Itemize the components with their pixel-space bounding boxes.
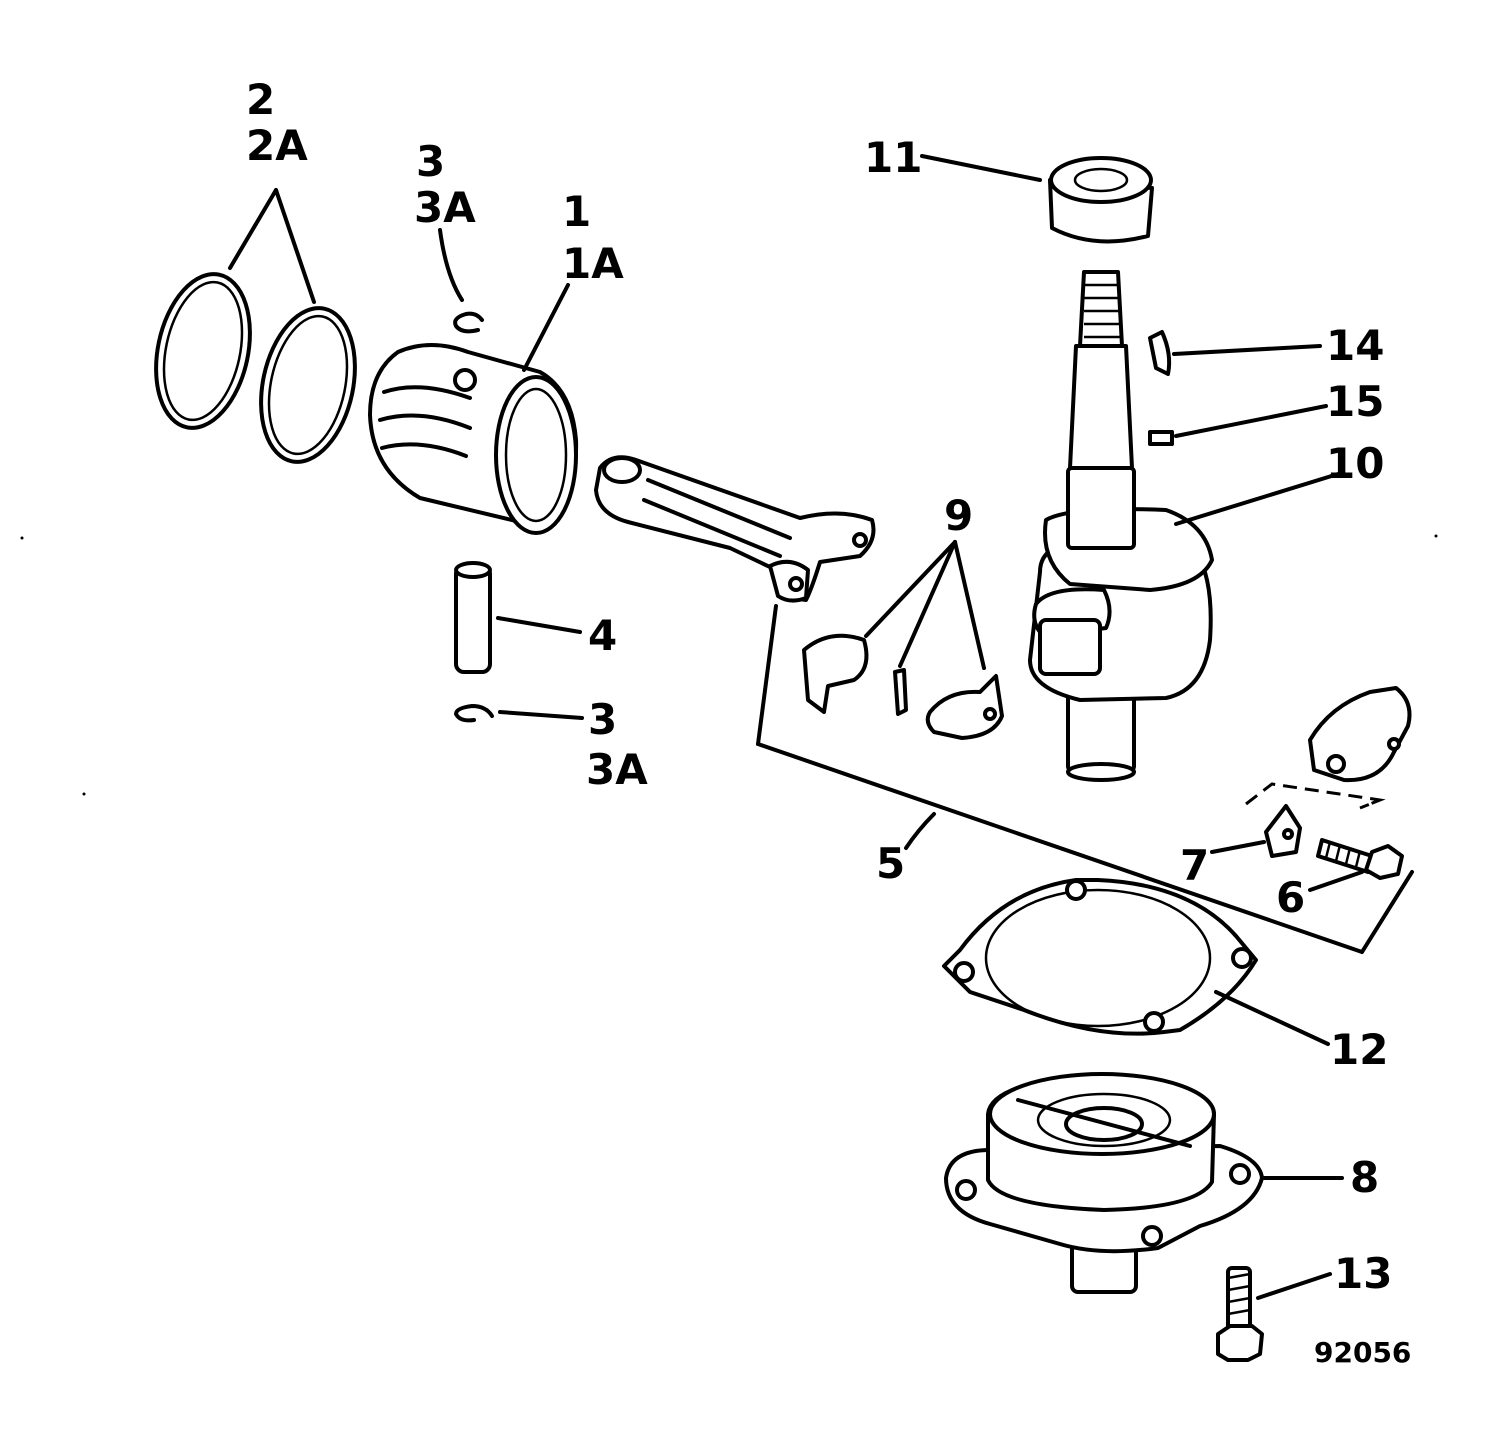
dowel-pin: [1148, 430, 1174, 446]
rod-cap: [1308, 686, 1412, 783]
leader-line-10: [1174, 472, 1340, 526]
label-3a-bottom: 3A: [586, 745, 648, 794]
leader-line-3-top: [438, 228, 464, 302]
label-3-top: 3: [416, 137, 445, 186]
rod-cap-screw: [1316, 838, 1404, 880]
piston: [368, 343, 579, 535]
label-11: 11: [864, 133, 922, 182]
leader-line-11: [920, 154, 1042, 182]
bearing-needle: [893, 668, 908, 716]
woodruff-key: [1148, 330, 1172, 376]
bearing-housing: [944, 1072, 1264, 1294]
label-3-bottom: 3: [588, 695, 617, 744]
leader-lines-9: [864, 540, 986, 670]
bearing-half-right: [925, 674, 1004, 740]
leader-lines-2: [228, 188, 316, 304]
assembly-bracket-5: [756, 604, 1414, 954]
gasket: [942, 878, 1258, 1036]
leader-line-6: [1308, 870, 1364, 892]
label-14: 14: [1326, 321, 1384, 370]
rod-cap-alignment: [1245, 782, 1386, 810]
housing-screw: [1216, 1266, 1264, 1362]
connecting-rod: [594, 455, 876, 603]
piston-ring-left: [154, 272, 252, 430]
leader-line-15: [1174, 404, 1328, 438]
leader-line-3-bottom: [498, 710, 584, 720]
leader-line-4: [496, 616, 582, 634]
leader-line-12: [1214, 990, 1330, 1046]
label-15: 15: [1326, 377, 1384, 426]
label-5: 5: [876, 839, 905, 888]
leader-line-7: [1210, 840, 1266, 854]
leader-line-5: [904, 812, 936, 850]
label-2a: 2A: [246, 121, 308, 170]
retainer-clip-top: [453, 311, 484, 334]
label-1: 1: [562, 187, 591, 236]
label-13: 13: [1334, 1249, 1392, 1298]
piston-pin: [454, 561, 492, 674]
bearing-bushing: [1048, 156, 1154, 244]
crankshaft: [1028, 270, 1214, 782]
leader-line-14: [1172, 344, 1322, 356]
leader-line-13: [1256, 1272, 1332, 1300]
label-1a: 1A: [562, 239, 624, 288]
bearing-half-left: [802, 633, 869, 714]
leader-line-1: [522, 283, 570, 372]
label-6: 6: [1276, 873, 1305, 922]
label-4: 4: [588, 611, 617, 660]
label-7: 7: [1180, 841, 1209, 890]
label-10: 10: [1326, 439, 1384, 488]
label-12: 12: [1330, 1025, 1388, 1074]
label-3a-top: 3A: [414, 183, 476, 232]
label-8: 8: [1350, 1153, 1379, 1202]
retainer-clip-bottom: [453, 703, 494, 723]
piston-ring-right: [259, 306, 357, 464]
figure-number: 92056: [1314, 1336, 1411, 1369]
label-9: 9: [944, 491, 973, 540]
label-2: 2: [246, 75, 275, 124]
